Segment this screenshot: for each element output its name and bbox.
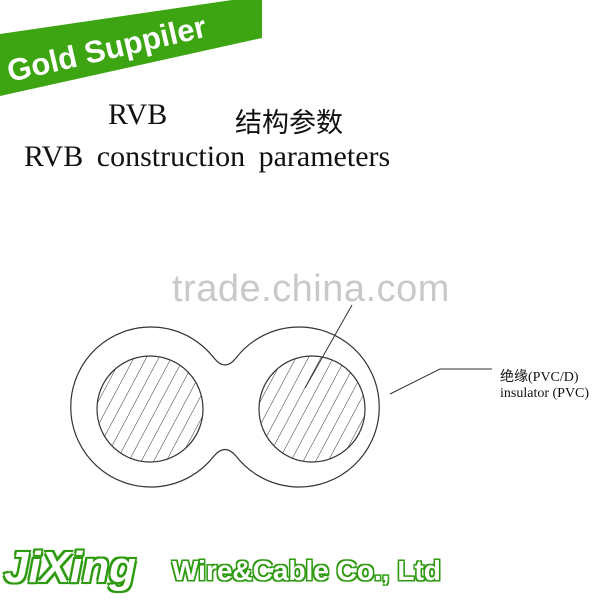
title-english-line: RVB construction parameters xyxy=(24,140,391,173)
conductor-leader-line xyxy=(304,304,353,389)
footer-brand-bar: JiXing Wire&Cable Co., Ltd xyxy=(0,535,600,600)
title-zh-text: 结构参数 xyxy=(235,108,343,139)
banner-ribbon xyxy=(0,0,262,96)
insulation-outline xyxy=(70,326,380,488)
insulator-label-en: insulator (PVC) xyxy=(500,386,590,401)
left-conductor xyxy=(96,355,204,463)
watermark: trade.china.com xyxy=(172,268,450,310)
title-model: RVB xyxy=(108,98,168,131)
brand-name: JiXing xyxy=(4,543,137,592)
brand-tagline: Wire&Cable Co., Ltd xyxy=(172,555,441,586)
right-conductor xyxy=(258,355,366,463)
insulator-label-zh: 绝缘(PVC/D) xyxy=(500,370,579,385)
gold-supplier-banner: Gold Suppiler xyxy=(0,0,262,96)
insulator-leader-line xyxy=(389,368,492,395)
